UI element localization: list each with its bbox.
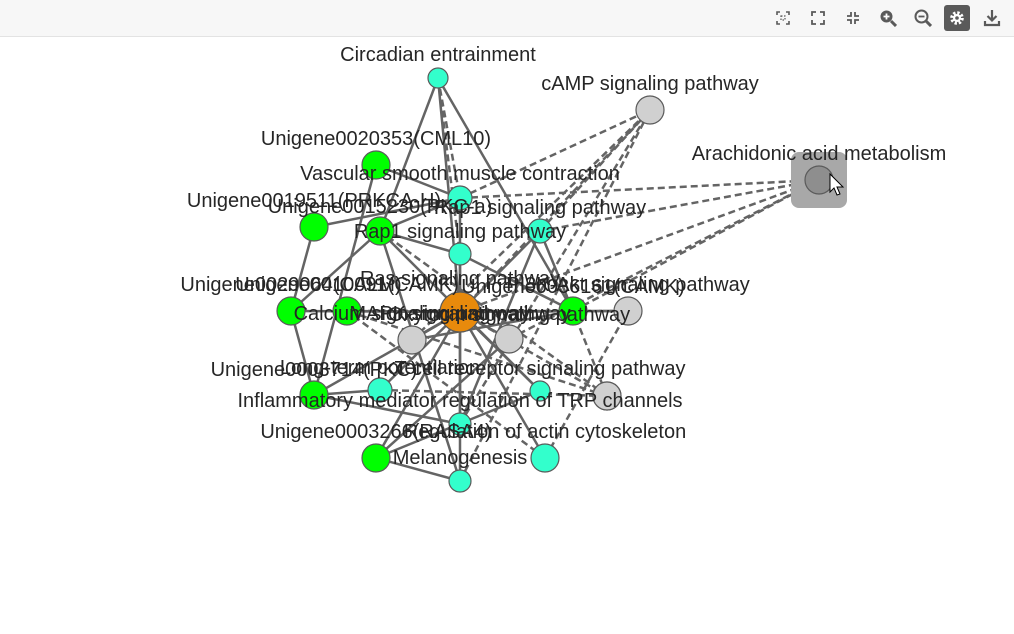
edge[interactable] bbox=[458, 109, 652, 425]
edge[interactable] bbox=[459, 178, 820, 314]
node-label-arach: Arachidonic acid metabolism bbox=[692, 143, 947, 165]
node-rasA[interactable] bbox=[448, 242, 472, 266]
edge[interactable] bbox=[459, 109, 651, 313]
edge[interactable] bbox=[378, 77, 440, 232]
node-label-u3714: Unigene0003714(PKC) bbox=[211, 359, 418, 381]
edge[interactable] bbox=[411, 309, 574, 342]
zoom-out-icon bbox=[914, 9, 932, 27]
edge[interactable] bbox=[379, 229, 608, 398]
node-label-vsmc: Vascular smooth muscle contraction bbox=[300, 163, 620, 185]
edge[interactable] bbox=[459, 108, 651, 200]
edge[interactable] bbox=[379, 388, 608, 398]
edge[interactable] bbox=[374, 311, 462, 459]
node-label-actin: Regulation of actin cytoskeleton bbox=[404, 421, 686, 443]
settings-button[interactable] bbox=[944, 5, 970, 31]
node-label-ucamk: Unigene0036161(CAMK) bbox=[461, 276, 684, 298]
node-label-circ: Circadian entrainment bbox=[340, 44, 536, 66]
edge[interactable] bbox=[539, 109, 651, 232]
edge[interactable] bbox=[346, 309, 546, 460]
node-uglu[interactable] bbox=[332, 296, 362, 326]
edge[interactable] bbox=[458, 311, 547, 459]
node-label-tcell: T cell receptor signaling pathway bbox=[395, 358, 686, 380]
node-ltp[interactable] bbox=[367, 377, 393, 403]
exit-fullscreen-icon bbox=[847, 12, 859, 24]
node-tcell[interactable] bbox=[529, 380, 551, 402]
node-vsmc[interactable] bbox=[447, 185, 473, 211]
node-label-mel: Melanogenesis bbox=[393, 447, 528, 469]
node-label-calc: Calcium signaling pathway bbox=[294, 303, 531, 325]
node-label-prkcah: Unigene0019511(PRKCA-H) bbox=[187, 190, 441, 212]
edge[interactable] bbox=[436, 77, 462, 255]
edge[interactable] bbox=[436, 77, 462, 199]
zoom-in-icon bbox=[880, 10, 897, 27]
edge[interactable] bbox=[539, 178, 820, 233]
node-u3714[interactable] bbox=[299, 380, 329, 410]
node-arach[interactable] bbox=[804, 165, 834, 195]
edge[interactable] bbox=[459, 309, 629, 314]
node-label-rasA: Rap1 signaling pathway bbox=[354, 221, 566, 243]
node-rap1[interactable] bbox=[527, 218, 553, 244]
node-pi3k[interactable] bbox=[613, 296, 643, 326]
node-ucamk[interactable] bbox=[558, 296, 588, 326]
node-actin[interactable] bbox=[530, 443, 560, 473]
node-mel[interactable] bbox=[448, 469, 472, 493]
node-label-infl: Inflammatory mediator regulation of TRP … bbox=[237, 390, 682, 412]
node-layer bbox=[276, 67, 847, 493]
node-rasa4[interactable] bbox=[361, 443, 391, 473]
node-label-pi3k: PI3K-Akt signaling pathway bbox=[506, 274, 749, 296]
settings-icon bbox=[950, 11, 964, 25]
edge[interactable] bbox=[459, 252, 574, 313]
node-label-ltp: Long-term potentiation bbox=[280, 357, 480, 379]
fit-icon bbox=[776, 11, 790, 25]
node-label-rap1: Rap1 signaling pathway bbox=[434, 197, 646, 219]
edge[interactable] bbox=[459, 178, 820, 200]
edge[interactable] bbox=[313, 310, 461, 397]
node-label-center: MAPK signaling pathway bbox=[349, 303, 570, 325]
edge[interactable] bbox=[378, 230, 462, 482]
node-oxy[interactable] bbox=[494, 324, 524, 354]
zoom-out-button[interactable] bbox=[910, 5, 936, 31]
zoom-in-button[interactable] bbox=[875, 5, 901, 31]
mouse-cursor-icon bbox=[829, 172, 845, 196]
exit-fullscreen-button[interactable] bbox=[840, 5, 866, 31]
node-label-oxy: Oxytocin signaling pathway bbox=[388, 304, 630, 326]
node-circ[interactable] bbox=[427, 67, 449, 89]
edge[interactable] bbox=[543, 310, 630, 459]
node-prkcah[interactable] bbox=[299, 212, 329, 242]
edge[interactable] bbox=[346, 309, 608, 398]
node-label-cml10: Unigene0020353(CML10) bbox=[261, 128, 491, 150]
node-label-uglu: Unigene0010091(CAMK) bbox=[235, 274, 458, 296]
node-label-camp: cAMP signaling pathway bbox=[541, 73, 759, 95]
edge[interactable] bbox=[312, 164, 378, 396]
node-center[interactable] bbox=[439, 291, 481, 333]
fullscreen-button[interactable] bbox=[805, 5, 831, 31]
fullscreen-icon bbox=[811, 11, 825, 25]
graph-toolbar bbox=[0, 0, 1014, 37]
node-calc[interactable] bbox=[397, 325, 427, 355]
node-label-rasa4: Unigene0003266(RASA4) bbox=[260, 421, 491, 443]
node-label-ucal: Unigene0029064(CALM) bbox=[180, 274, 401, 296]
node-ukn1[interactable] bbox=[365, 216, 395, 246]
node-infl[interactable] bbox=[448, 412, 472, 436]
fit-view-button[interactable] bbox=[770, 5, 796, 31]
node-label-rasA: Ras signaling pathway bbox=[360, 268, 560, 290]
node-ucal[interactable] bbox=[276, 296, 306, 326]
edge[interactable] bbox=[313, 393, 461, 426]
edge[interactable] bbox=[375, 163, 461, 200]
download-icon bbox=[983, 10, 1001, 27]
node-cml10[interactable] bbox=[361, 150, 391, 180]
node-other2[interactable] bbox=[592, 381, 622, 411]
edge[interactable] bbox=[313, 196, 461, 229]
node-camp[interactable] bbox=[635, 95, 665, 125]
edge[interactable] bbox=[571, 310, 609, 397]
download-button[interactable] bbox=[979, 5, 1005, 31]
edge[interactable] bbox=[458, 109, 652, 482]
edge[interactable] bbox=[458, 230, 542, 425]
node-label-ukn1: Unigene0015230(PKC-a) bbox=[268, 196, 493, 218]
edge[interactable] bbox=[290, 230, 381, 312]
